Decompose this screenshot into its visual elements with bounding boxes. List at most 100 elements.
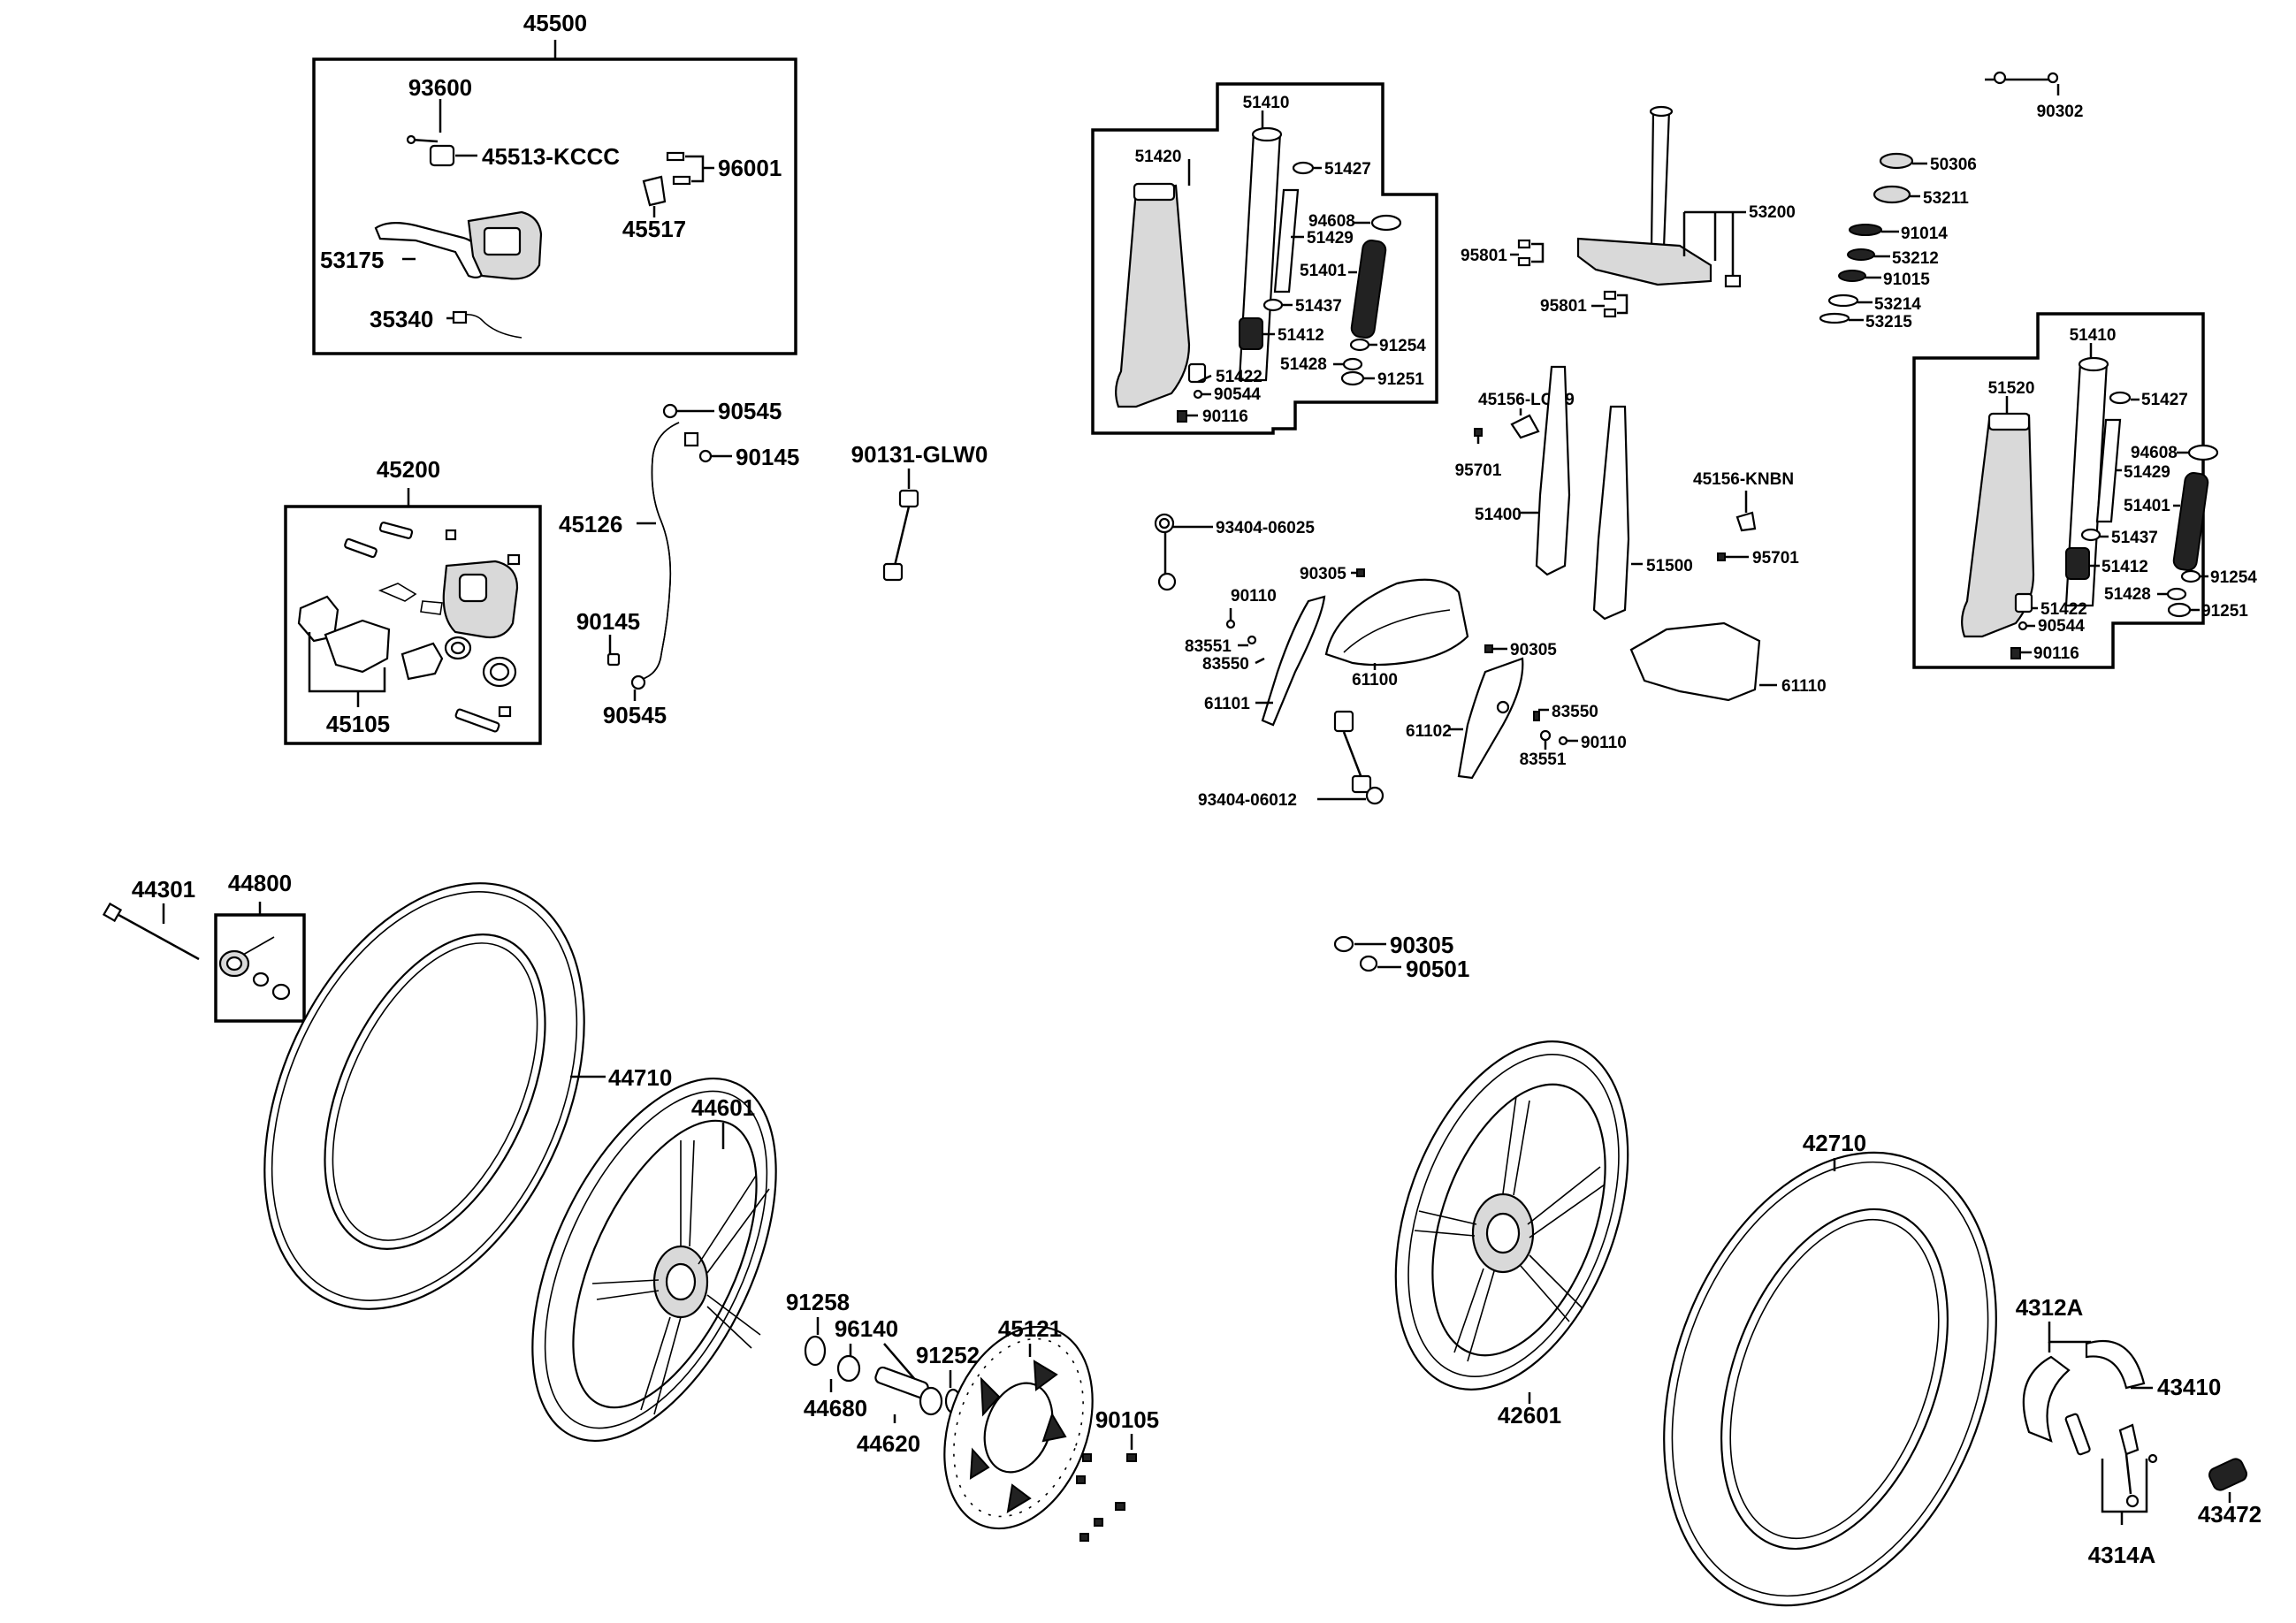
label-51437-right: 51437 xyxy=(2111,529,2158,547)
label-94608-right: 94608 xyxy=(2131,444,2178,462)
rear-wheel-42601: 42601 xyxy=(1394,1040,1629,1429)
label-95801-a: 95801 xyxy=(1461,247,1507,265)
screws-96001 xyxy=(666,151,691,186)
label-44710: 44710 xyxy=(608,1064,672,1091)
label-61101: 61101 xyxy=(1204,695,1250,713)
label-45517: 45517 xyxy=(622,216,686,242)
label-53214: 53214 xyxy=(1874,295,1921,314)
label-91258: 91258 xyxy=(786,1289,850,1315)
clamp-45513 xyxy=(429,144,455,167)
label-51412-right: 51412 xyxy=(2101,558,2148,576)
label-4314A: 4314A xyxy=(2088,1542,2156,1568)
bearing-stack: 50306 53211 91014 53212 91015 53214 5321… xyxy=(1819,152,1977,331)
label-90544-right: 90544 xyxy=(2038,617,2085,636)
rod-51429 xyxy=(1273,188,1300,293)
label-45105: 45105 xyxy=(326,711,390,737)
label-51412-left: 51412 xyxy=(1278,326,1324,345)
group-fork-right: 51520 51410 51427 51429 94608 51401 5143… xyxy=(1912,312,2257,669)
label-51422-left: 51422 xyxy=(1216,368,1262,386)
label-83550-right: 83550 xyxy=(1552,703,1598,721)
label-90145-top: 90145 xyxy=(736,444,799,470)
label-96140: 96140 xyxy=(835,1315,898,1342)
label-51520: 51520 xyxy=(1988,379,2035,398)
pad-right xyxy=(400,642,444,681)
brake-disc-45121: 45121 xyxy=(943,1315,1094,1530)
label-53215: 53215 xyxy=(1865,313,1912,331)
label-45126: 45126 xyxy=(559,511,622,537)
label-61110: 61110 xyxy=(1781,677,1827,696)
label-44800: 44800 xyxy=(228,870,292,896)
label-45200: 45200 xyxy=(377,456,440,483)
label-50306: 50306 xyxy=(1930,156,1977,174)
steering-stem-53200: 53200 95801 95801 xyxy=(1461,105,1796,318)
label-51500: 51500 xyxy=(1646,557,1693,575)
label-90116-right: 90116 xyxy=(2033,644,2079,663)
label-95801-b: 95801 xyxy=(1540,297,1587,316)
label-44601: 44601 xyxy=(691,1094,755,1121)
label-93404-06025: 93404-06025 xyxy=(1216,519,1315,537)
part-90131-glw0: 90131-GLW0 xyxy=(851,441,988,582)
cap-51427 xyxy=(1292,161,1315,175)
label-90545-top: 90545 xyxy=(718,398,782,424)
label-90110-left: 90110 xyxy=(1231,587,1277,606)
rear-tire-42710: 42710 xyxy=(1663,1130,1997,1607)
bracket-61110 xyxy=(1629,621,1761,702)
label-53200: 53200 xyxy=(1749,203,1796,222)
label-45156-knbn: 45156-KNBN xyxy=(1693,470,1794,489)
label-91251-left: 91251 xyxy=(1377,370,1424,389)
label-51428-left: 51428 xyxy=(1280,355,1327,374)
bolts-90105: 90105 xyxy=(1076,1406,1159,1542)
label-51401-left: 51401 xyxy=(1300,262,1346,280)
label-90305-bottom: 90305 xyxy=(1390,932,1453,958)
label-90302: 90302 xyxy=(2037,103,2084,121)
axle-and-gear: 44301 44800 xyxy=(102,870,306,1023)
label-95701-a: 95701 xyxy=(1455,461,1502,480)
label-42601: 42601 xyxy=(1498,1402,1561,1429)
front-wheel-44601: 44601 xyxy=(531,1077,777,1443)
label-53175: 53175 xyxy=(320,247,384,273)
label-51429-left: 51429 xyxy=(1307,229,1354,248)
label-43472: 43472 xyxy=(2198,1501,2262,1528)
label-51429-right: 51429 xyxy=(2124,463,2170,482)
brake-hose-group: 90545 90145 45126 90145 90545 xyxy=(559,398,799,728)
label-90305-top: 90305 xyxy=(1300,565,1346,583)
label-91015: 91015 xyxy=(1883,270,1930,289)
label-44620: 44620 xyxy=(857,1430,920,1457)
screw-93600 xyxy=(406,134,439,145)
label-51410-right: 51410 xyxy=(2070,326,2117,345)
group-fork-left: 51420 51410 51427 51429 94608 51401 5143… xyxy=(1091,82,1438,435)
label-51420: 51420 xyxy=(1135,148,1182,166)
label-95701-b: 95701 xyxy=(1752,549,1799,568)
label-93600: 93600 xyxy=(408,74,472,101)
bracket xyxy=(324,619,391,674)
panel-61101 xyxy=(1261,595,1326,727)
label-35340: 35340 xyxy=(370,306,433,332)
label-51422-right: 51422 xyxy=(2040,600,2087,619)
label-94608-left: 94608 xyxy=(1308,212,1355,231)
part-90302: 90302 xyxy=(1985,71,2084,121)
fork-51500 xyxy=(1592,405,1630,621)
front-hub-parts: 91258 96140 91252 44680 44620 xyxy=(786,1289,980,1457)
label-4312A: 4312A xyxy=(2016,1294,2084,1321)
label-44301: 44301 xyxy=(132,876,195,903)
switch-45517 xyxy=(642,175,667,207)
label-91014: 91014 xyxy=(1901,225,1948,243)
fork-slider-51420 xyxy=(1115,184,1191,408)
label-90131-glw0: 90131-GLW0 xyxy=(851,441,988,468)
label-91254-right: 91254 xyxy=(2210,568,2257,587)
fork-slider-51520 xyxy=(1961,414,2035,638)
label-91251-right: 91251 xyxy=(2201,602,2248,621)
label-51427-right: 51427 xyxy=(2141,391,2188,409)
label-83551-right: 83551 xyxy=(1520,751,1567,769)
fender-area: 93404-06025 90305 90110 83551 83550 6110… xyxy=(1154,513,1827,810)
label-90116-left: 90116 xyxy=(1202,408,1248,426)
group-45500: 45500 93600 45513-KCCC 96001 45517 53175 xyxy=(312,10,797,355)
label-51401-right: 51401 xyxy=(2124,497,2170,515)
label-53212: 53212 xyxy=(1892,249,1939,268)
front-tire-44710: 44710 xyxy=(263,882,672,1310)
center-fork: 45156-LCB9 95701 51400 51500 45156-KNBN … xyxy=(1455,365,1799,621)
panel-61102 xyxy=(1457,657,1524,780)
label-45500: 45500 xyxy=(523,10,587,36)
label-90105: 90105 xyxy=(1095,1406,1159,1433)
